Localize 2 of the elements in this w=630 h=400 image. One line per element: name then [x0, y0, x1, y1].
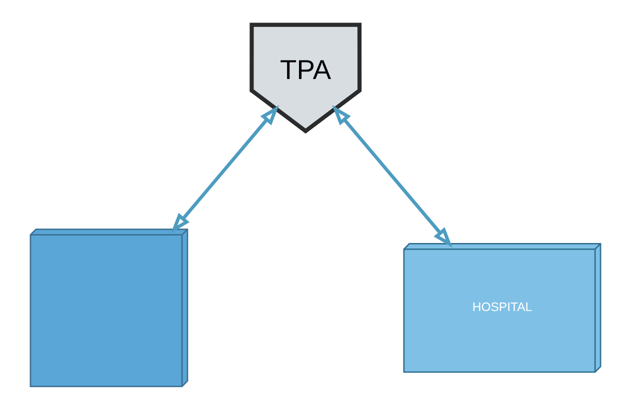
- arrow: [170, 105, 279, 234]
- arrow: [332, 105, 452, 248]
